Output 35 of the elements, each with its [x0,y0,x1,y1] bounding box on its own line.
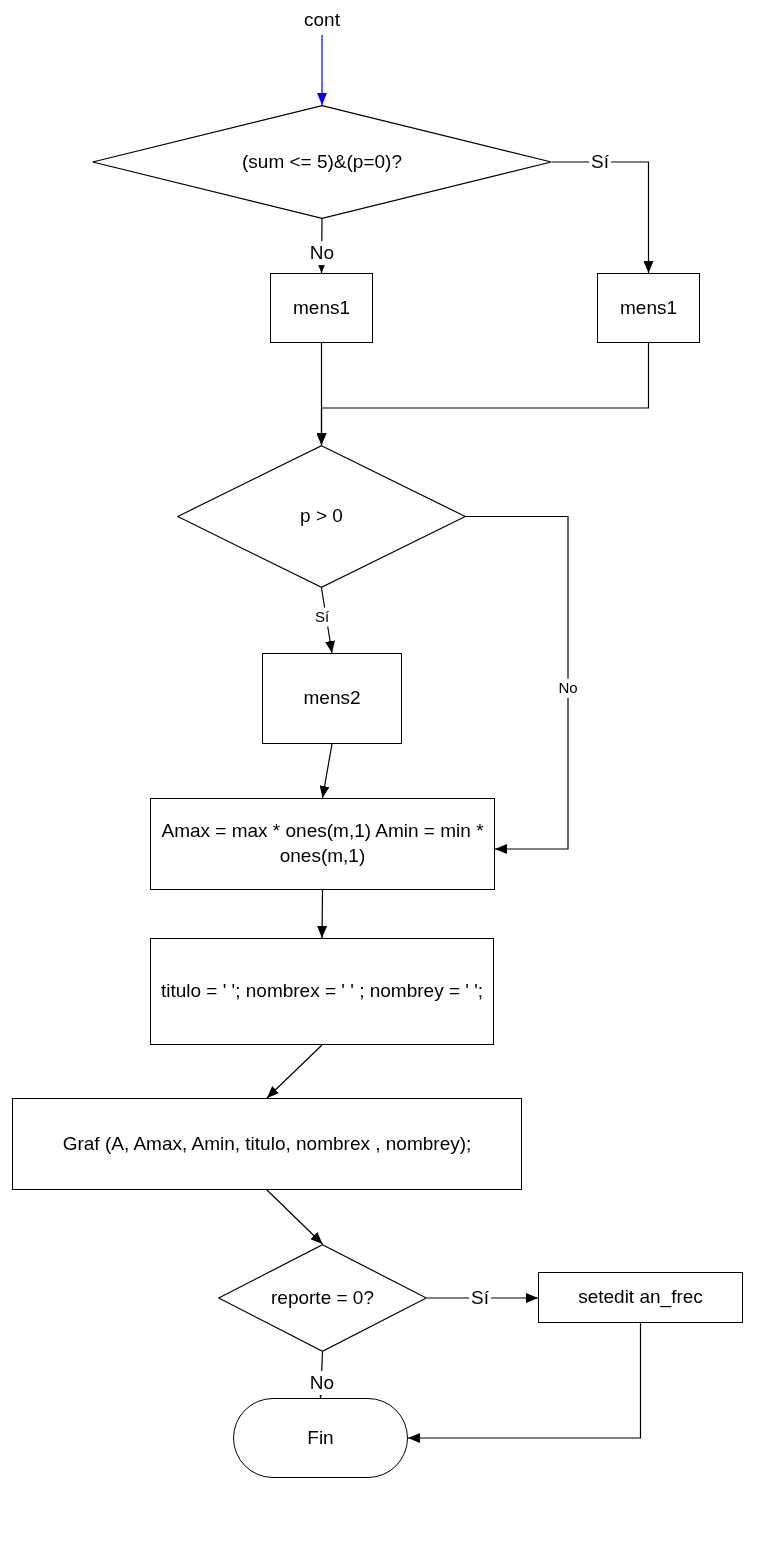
decision-text: p > 0 [299,504,344,529]
process-text: mens2 [302,686,362,711]
process-box [262,653,402,744]
start-label: cont [303,7,341,32]
arrow [317,34,327,106]
process-box [270,273,373,343]
arrow [426,1293,539,1303]
arrow [320,587,335,654]
process-box [150,798,495,890]
arrow [317,889,328,939]
process-text: setedit an_frec [577,1285,704,1310]
arrow [266,1044,323,1099]
process-box [12,1098,522,1190]
process-text: Fin [306,1425,335,1450]
decision-text: reporte = 0? [270,1285,375,1310]
edge-label: No [556,678,580,698]
process-text: Graf (A, Amax, Amin, titulo, nombrex , nombrey); [61,1131,473,1156]
edge-label: Sí [312,607,332,627]
arrow [319,743,333,799]
decision-diamond [218,1244,427,1352]
process-box [597,273,700,343]
arrow [266,1189,324,1245]
process-text: Amax = max * ones(m,1) Amin = min * ones(m,1) [160,819,485,868]
decision-diamond [92,105,552,219]
decision-text: (sum <= 5)&(p=0)? [241,149,403,174]
arrow [316,342,650,446]
process-text: mens1 [292,295,351,320]
process-text: titulo = ' '; nombrex = ' ' ; nombrey = ' '; [159,979,485,1004]
arrow [465,515,569,854]
arrow [551,161,654,274]
process-text: mens1 [619,295,678,320]
process-box [150,938,494,1045]
decision-diamond [177,445,466,588]
process-box [538,1272,743,1323]
arrow [407,1322,642,1443]
